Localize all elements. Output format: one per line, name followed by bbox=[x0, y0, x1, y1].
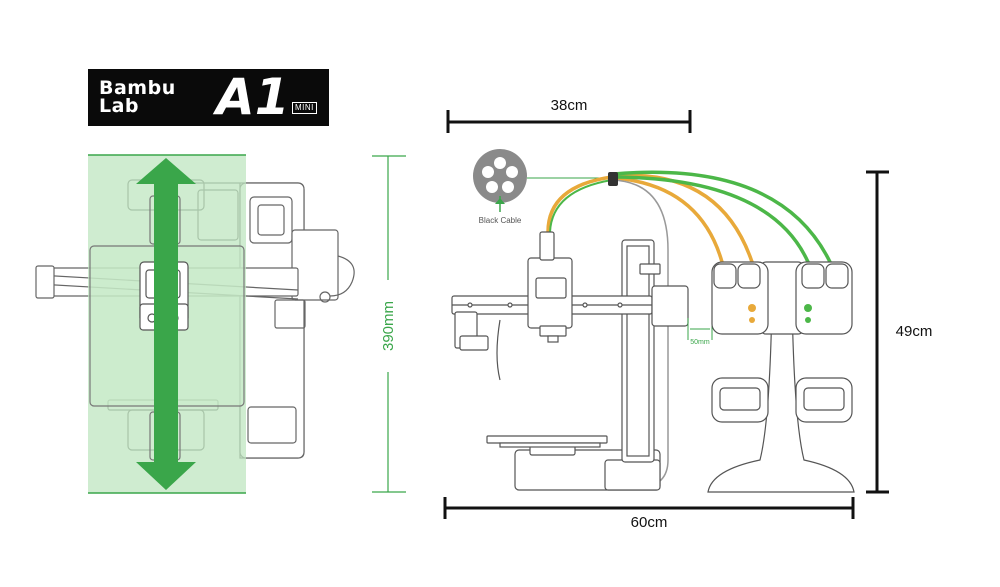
bed-motion-arrow bbox=[136, 158, 196, 490]
clearance-dimension bbox=[687, 318, 713, 340]
logo-brand-line2: Lab bbox=[99, 95, 140, 117]
ams-lite-stand bbox=[707, 261, 855, 493]
printer-width-dimension bbox=[446, 110, 692, 133]
ams-feed-indicators bbox=[748, 304, 812, 323]
filament-tubes bbox=[546, 170, 832, 302]
total-height-label: 49cm bbox=[896, 323, 933, 340]
logo-model-name: A1 bbox=[216, 68, 290, 126]
black-cable-callout bbox=[473, 149, 608, 212]
total-width-dimension bbox=[443, 497, 855, 519]
total-width-label: 60cm bbox=[631, 514, 668, 531]
depth-dimension bbox=[372, 155, 406, 493]
depth-label: 390mm bbox=[380, 301, 397, 351]
clearance-label: 50mm bbox=[690, 339, 710, 346]
cable-clip bbox=[608, 172, 618, 186]
logo-variant-badge: MINI bbox=[292, 102, 317, 114]
printer-width-label: 38cm bbox=[551, 97, 588, 114]
logo-brand-line1: Bambu bbox=[99, 77, 176, 99]
brand-logo: Bambu Lab A1 MINI bbox=[88, 69, 329, 126]
black-cable-label: Black Cable bbox=[479, 216, 522, 225]
printer-side-view bbox=[451, 231, 689, 491]
total-height-dimension bbox=[866, 170, 889, 494]
